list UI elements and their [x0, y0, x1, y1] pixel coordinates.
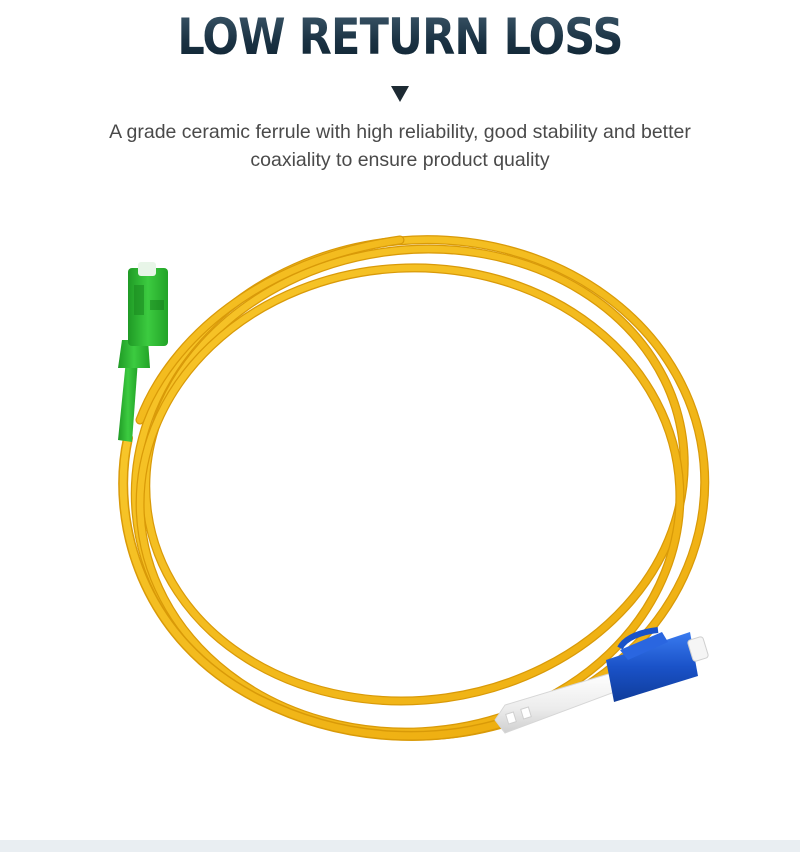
feature-description: A grade ceramic ferrule with high reliab… [60, 118, 740, 174]
lc-connector [494, 627, 709, 734]
fiber-cable [118, 235, 710, 741]
feature-description-line-1: A grade ceramic ferrule with high reliab… [109, 121, 691, 143]
page-title: LOW RETURN LOSS [56, 8, 744, 66]
sc-connector [118, 262, 168, 442]
down-triangle-icon [391, 86, 409, 102]
footer-strip [0, 840, 800, 852]
feature-description-line-2: coaxiality to ensure product quality [250, 149, 550, 171]
page-title-text: LOW RETURN LOSS [177, 8, 623, 66]
fiber-patch-cord-image [118, 235, 710, 741]
